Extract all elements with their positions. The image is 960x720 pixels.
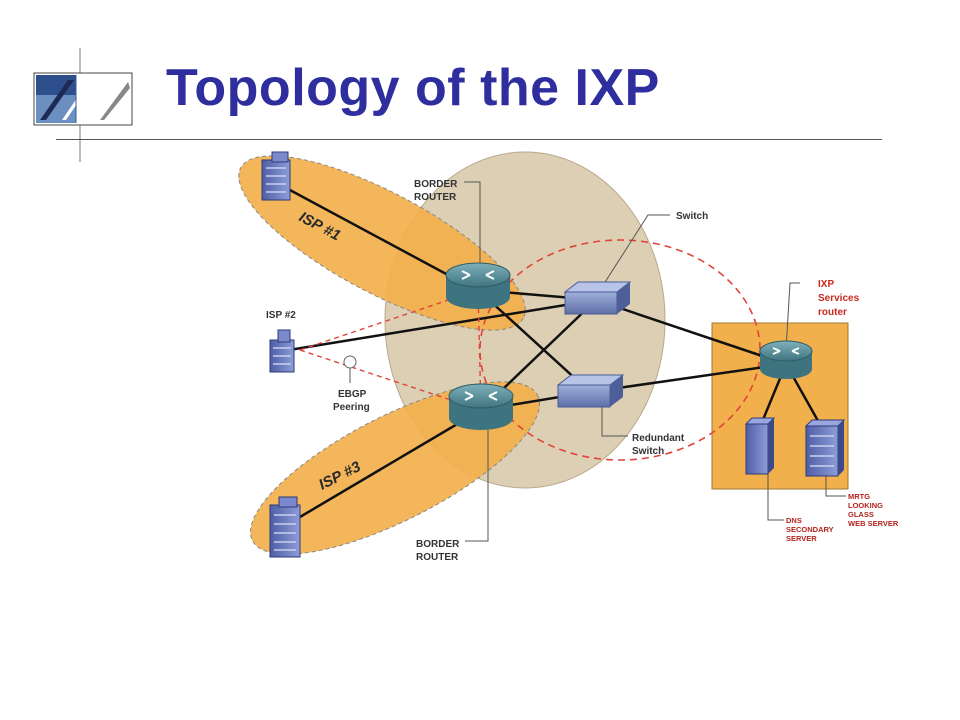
isp3-building-icon [269,496,301,558]
ixp-services-label: IXP [818,279,834,290]
border-router-bottom-label-2: ROUTER [416,552,459,563]
switch-icon [563,281,632,315]
border-router-bottom-label: BORDER [416,539,460,550]
border-router-top-label-2: ROUTER [414,192,457,203]
border-router-top-label: BORDER [414,179,458,190]
dns-label: DNS [786,516,802,525]
ebgp-marker [343,355,357,369]
page-title: Topology of the IXP [166,59,660,117]
title-divider [56,139,882,140]
ixp-services-label-3: router [818,307,847,318]
redundant-switch-icon [556,374,625,408]
ebgp-label-2: Peering [333,402,370,413]
web-server-icon [804,419,846,477]
redundant-switch-label: Redundant [632,433,685,444]
isp2-label: ISP #2 [266,310,296,321]
border-router-top-icon [445,262,511,309]
dns-server-icon [744,417,776,475]
mrtg-label: MRTG [848,492,870,501]
mrtg-label-2: LOOKING [848,501,883,510]
dns-label-3: SERVER [786,534,817,543]
mrtg-label-3: GLASS [848,510,874,519]
redundant-switch-label-2: Switch [632,446,664,457]
dns-label-2: SECONDARY [786,525,834,534]
ixp-services-label-2: Services [818,293,860,304]
switch-label: Switch [676,211,708,222]
mrtg-label-4: WEB SERVER [848,519,899,528]
isp2-building-icon [269,329,295,373]
logo-icon [33,48,133,162]
border-router-bottom-icon [448,383,514,430]
ebgp-label: EBGP [338,389,367,400]
isp1-building-icon [261,151,291,201]
ixp-services-router-icon [759,340,813,379]
